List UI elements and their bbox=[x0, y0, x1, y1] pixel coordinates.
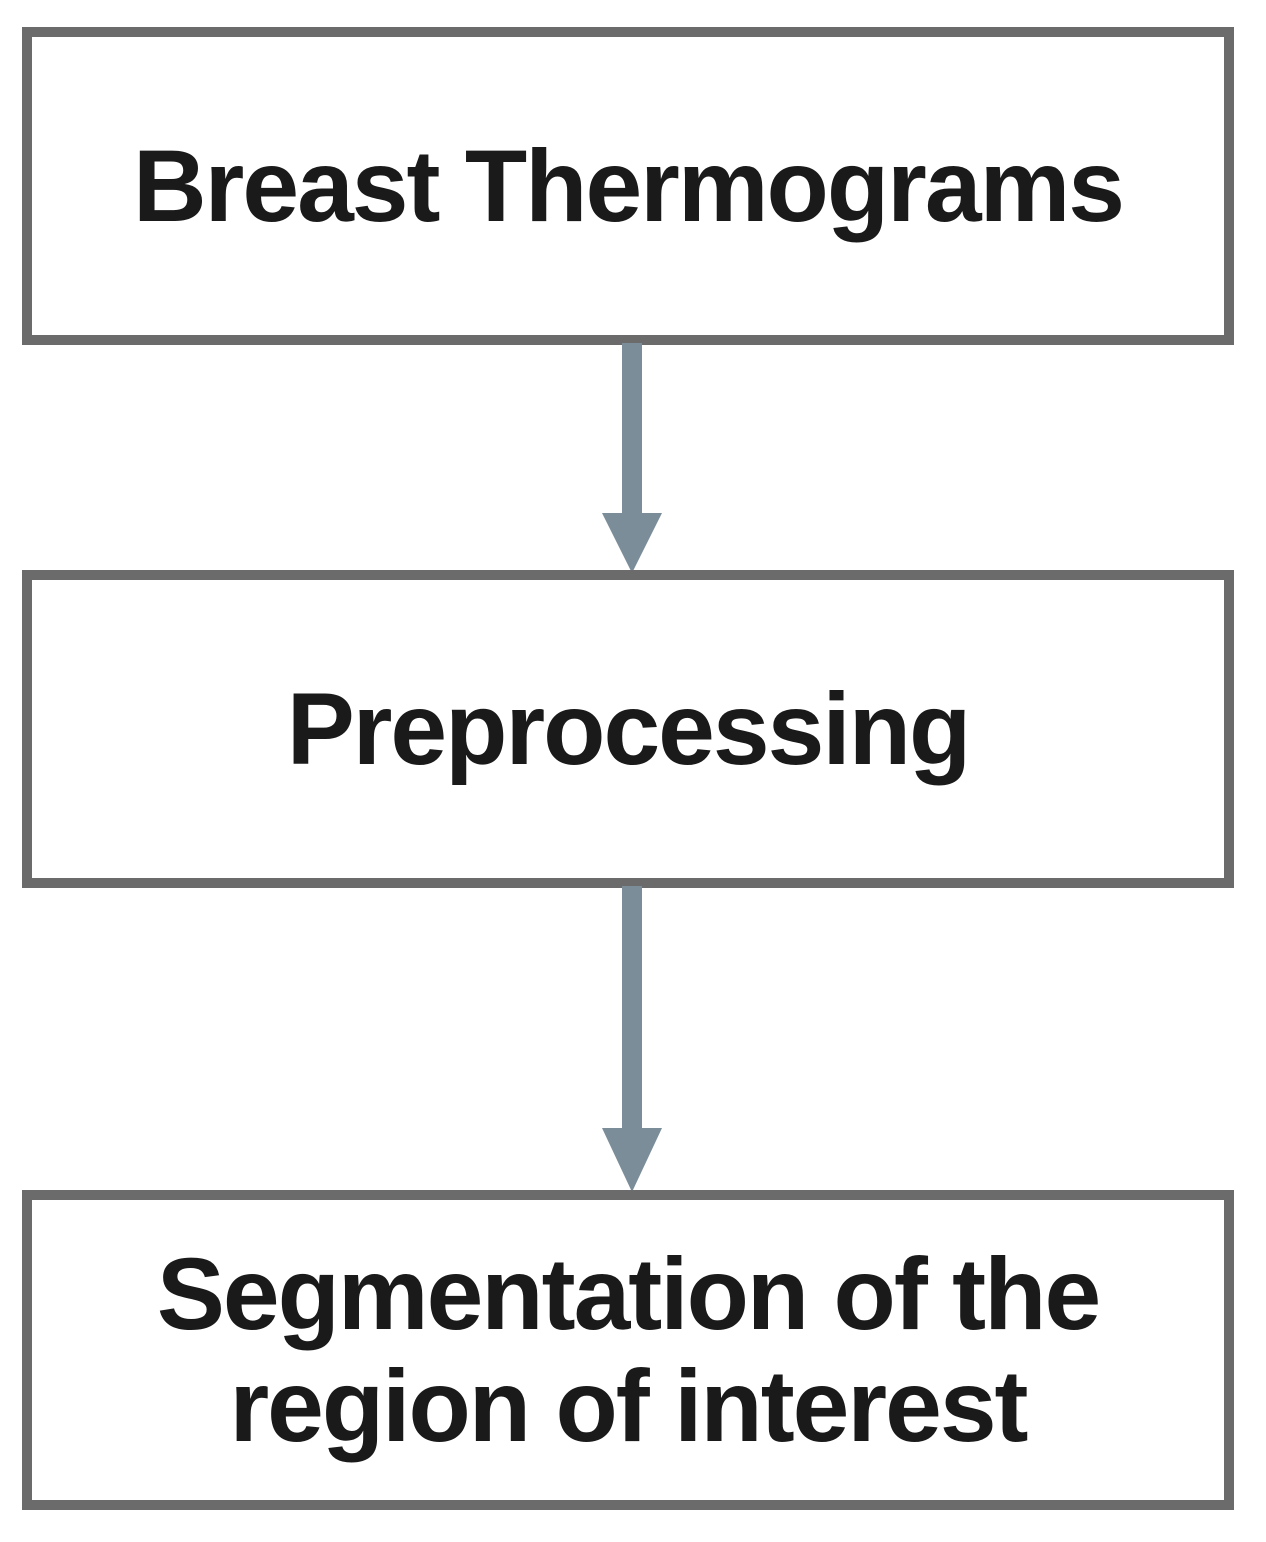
step-label-segmentation: Segmentation of the region of interest bbox=[156, 1236, 1101, 1463]
arrow-down-icon bbox=[602, 886, 662, 1192]
flow-arrow-2 bbox=[598, 886, 666, 1192]
step-label-segmentation-line-1: Segmentation of the bbox=[156, 1236, 1101, 1351]
step-box-segmentation: Segmentation of the region of interest bbox=[22, 1190, 1234, 1510]
step-label-segmentation-line-2: region of interest bbox=[229, 1349, 1028, 1463]
flow-arrow-1 bbox=[598, 343, 666, 573]
arrow-down-icon bbox=[602, 343, 662, 573]
step-label-preprocessing: Preprocessing bbox=[286, 671, 972, 786]
step-box-breast-thermograms: Breast Thermograms bbox=[22, 27, 1234, 345]
step-box-preprocessing: Preprocessing bbox=[22, 570, 1234, 888]
step-label-breast-thermograms: Breast Thermograms bbox=[132, 128, 1125, 243]
